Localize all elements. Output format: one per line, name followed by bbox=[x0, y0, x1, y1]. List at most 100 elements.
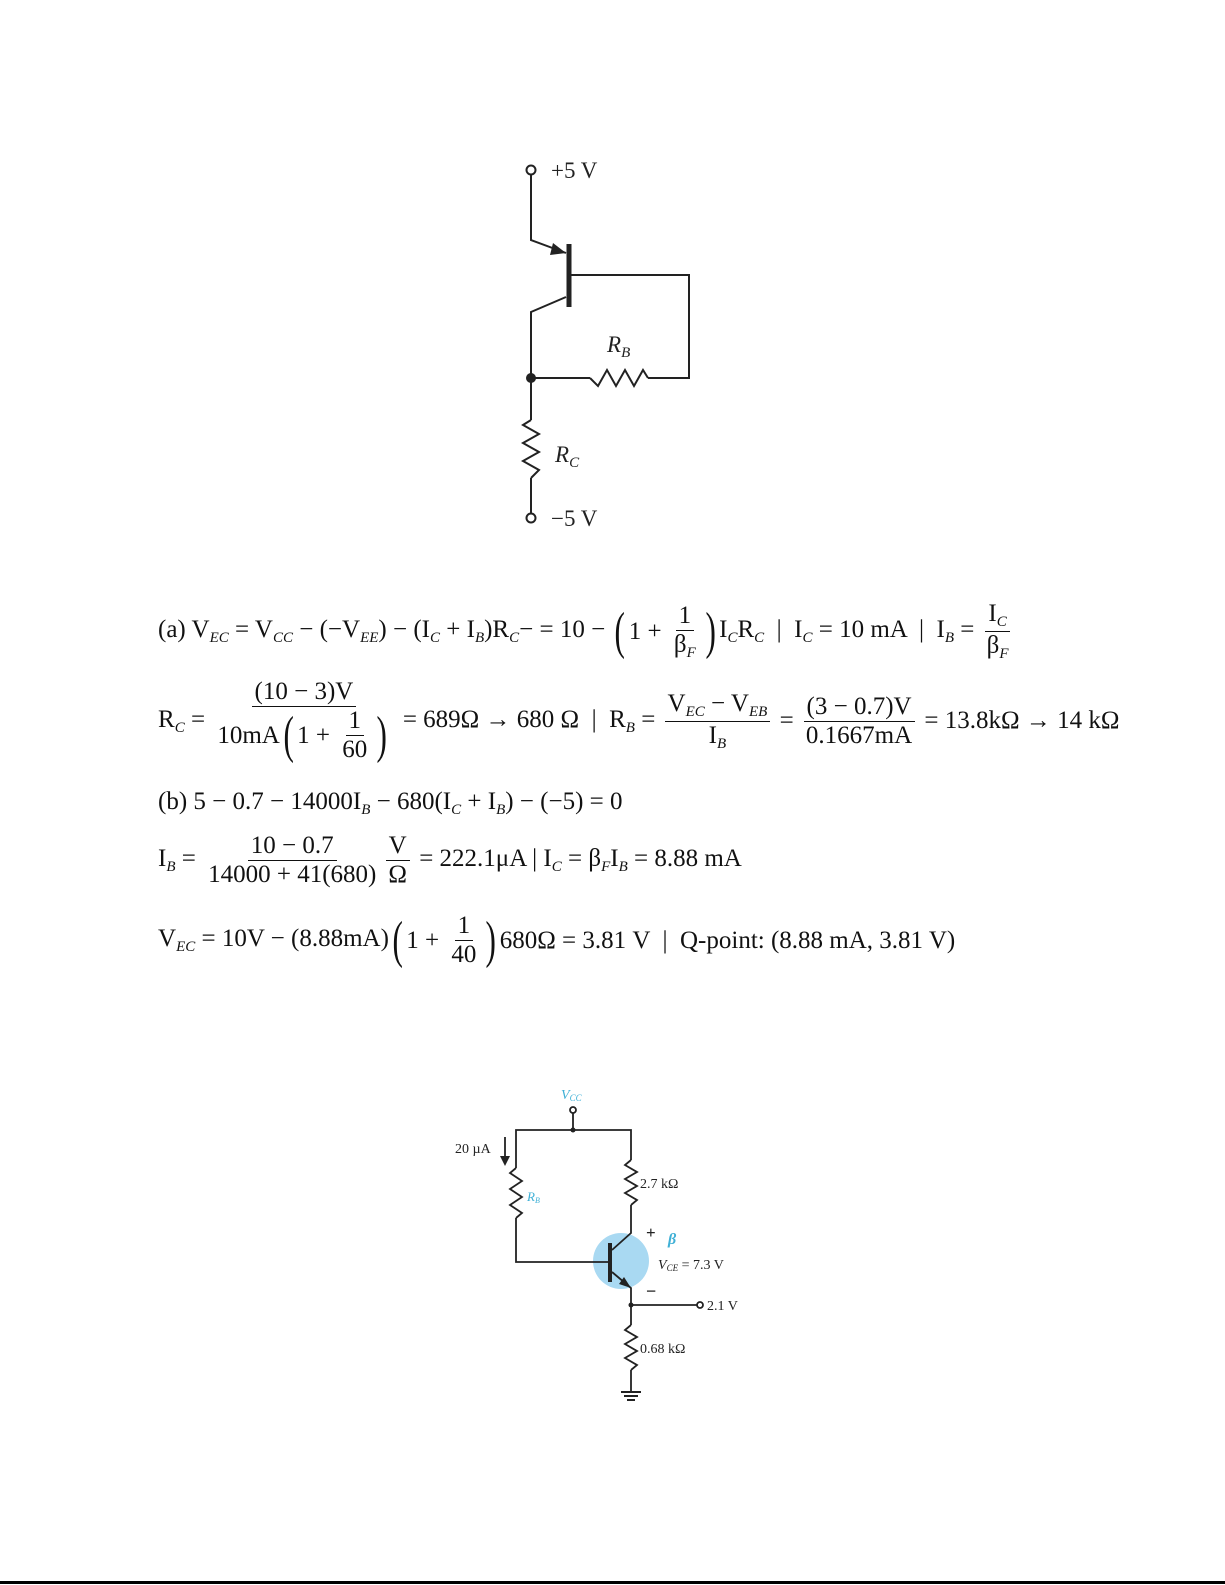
equation-text: βF bbox=[673, 630, 696, 661]
subscript: EC bbox=[685, 703, 705, 720]
terminal-minus5v bbox=[525, 512, 537, 524]
collector-wire bbox=[530, 296, 567, 420]
ground-icon bbox=[621, 1391, 641, 1401]
subscript: C bbox=[996, 614, 1007, 630]
current-arrow bbox=[500, 1156, 510, 1166]
equation-text: (10 − 3)V bbox=[254, 678, 354, 705]
equation-text: 680Ω = 3.81 V | Q-point: (8.88 mA, 3.81 … bbox=[499, 926, 956, 954]
subscript: C bbox=[429, 630, 440, 646]
top-rail bbox=[515, 1129, 632, 1168]
subscript: F bbox=[601, 859, 611, 875]
circuit-diagram-1: +5 V RB RC −5 V bbox=[520, 158, 690, 531]
subscript: B bbox=[944, 630, 954, 646]
page-bottom-border bbox=[0, 1581, 1225, 1584]
equation-part-b-kvl: (b) 5 − 0.7 − 14000IB − 680(IC + IB) − (… bbox=[158, 788, 623, 819]
emitter-arrow-2 bbox=[619, 1277, 631, 1288]
big-parenthesis: ) bbox=[485, 911, 497, 969]
equation-text: = 689Ω → 680 Ω | RB = bbox=[396, 705, 662, 736]
subscript: C bbox=[451, 802, 462, 818]
denominator: Ω bbox=[385, 861, 410, 889]
terminal-vcc bbox=[569, 1106, 577, 1114]
equation-text: 1 bbox=[678, 601, 692, 629]
rc-value: 2.7 kΩ bbox=[640, 1177, 678, 1192]
subscript: C bbox=[802, 630, 813, 646]
equation-text: βF bbox=[986, 632, 1009, 662]
equation-text: IC bbox=[988, 600, 1007, 630]
big-parenthesis: ) bbox=[376, 706, 388, 764]
terminal-ve bbox=[696, 1301, 704, 1309]
emitter-arrow bbox=[550, 243, 566, 255]
subscript: C bbox=[509, 630, 520, 646]
subscript: B bbox=[166, 859, 176, 875]
equation-text: 1 + bbox=[297, 721, 337, 749]
equation-text: 1 bbox=[348, 707, 362, 734]
beta-label: β bbox=[667, 1231, 677, 1248]
node-dot bbox=[526, 373, 536, 383]
rc-resistor bbox=[520, 419, 542, 479]
denominator: 40 bbox=[448, 941, 479, 969]
subscript: C bbox=[727, 630, 738, 646]
big-parenthesis: ) bbox=[705, 602, 716, 660]
subscript: C bbox=[551, 859, 562, 875]
subscript: B bbox=[361, 802, 371, 818]
rb-resistor bbox=[589, 367, 649, 389]
big-parenthesis: ( bbox=[614, 602, 626, 660]
equation-text: VEC − VEB bbox=[667, 689, 768, 720]
equation-text: V bbox=[388, 832, 407, 859]
subscript: B bbox=[625, 719, 635, 736]
emitter-wire bbox=[530, 175, 567, 254]
denominator: βF bbox=[984, 632, 1012, 663]
big-parenthesis: ( bbox=[283, 706, 294, 764]
supply-bottom-label: −5 V bbox=[551, 506, 598, 531]
numerator: V bbox=[385, 832, 410, 861]
numerator: (3 − 0.7)V bbox=[803, 692, 915, 722]
equation-text: = bbox=[773, 707, 800, 734]
subscript: B bbox=[717, 735, 727, 752]
subscript: EC bbox=[209, 630, 229, 646]
equation-text: IB = bbox=[158, 845, 203, 875]
base-wire-2 bbox=[515, 1218, 608, 1263]
numerator: (10 − 3)V bbox=[251, 678, 357, 707]
base-wire bbox=[569, 274, 690, 379]
terminal-plus5v bbox=[525, 164, 537, 176]
equation-text: (3 − 0.7)V bbox=[806, 692, 912, 720]
subscript: C bbox=[754, 630, 765, 646]
subscript: EC bbox=[176, 939, 196, 955]
equation-part-a-vec: (a) VEC = VCC − (−VEE) − (IC + IB)RC− = … bbox=[158, 600, 1015, 663]
subscript: B bbox=[618, 859, 628, 875]
minus-sign: − bbox=[646, 1281, 656, 1301]
emitter-wire-2 bbox=[611, 1271, 632, 1325]
rb-resistor-2 bbox=[508, 1167, 524, 1219]
numerator: VEC − VEB bbox=[664, 689, 771, 722]
equation-text: = 222.1μA | IC = βFIB = 8.88 mA bbox=[412, 845, 742, 875]
supply-top-label: +5 V bbox=[551, 158, 598, 183]
vcc-label: VCC bbox=[561, 1088, 583, 1103]
numerator: 1 bbox=[345, 707, 364, 736]
equation-text: 60 bbox=[342, 736, 368, 763]
equation-text: 1 bbox=[457, 912, 471, 939]
denominator: 60 bbox=[339, 736, 370, 764]
equation-text: 40 bbox=[451, 941, 477, 968]
vce-label: VCE = 7.3 V bbox=[658, 1258, 724, 1273]
equation-text: (a) VEC = VCC − (−VEE) − (IC + IB)RC− = … bbox=[158, 616, 612, 646]
plus-sign: + bbox=[646, 1223, 656, 1242]
equation-text: VEC = 10V − (8.88mA) bbox=[158, 925, 389, 955]
transistor-highlight bbox=[593, 1233, 649, 1289]
equation-text: RC = bbox=[158, 705, 212, 736]
numerator: IC bbox=[985, 600, 1010, 632]
rb-label-2: RB bbox=[526, 1189, 540, 1205]
subscript: CC bbox=[272, 630, 293, 646]
denominator: IB bbox=[706, 722, 730, 753]
subscript: B bbox=[496, 802, 506, 818]
subscript: F bbox=[686, 644, 696, 661]
equation-text: Ω bbox=[388, 861, 407, 888]
